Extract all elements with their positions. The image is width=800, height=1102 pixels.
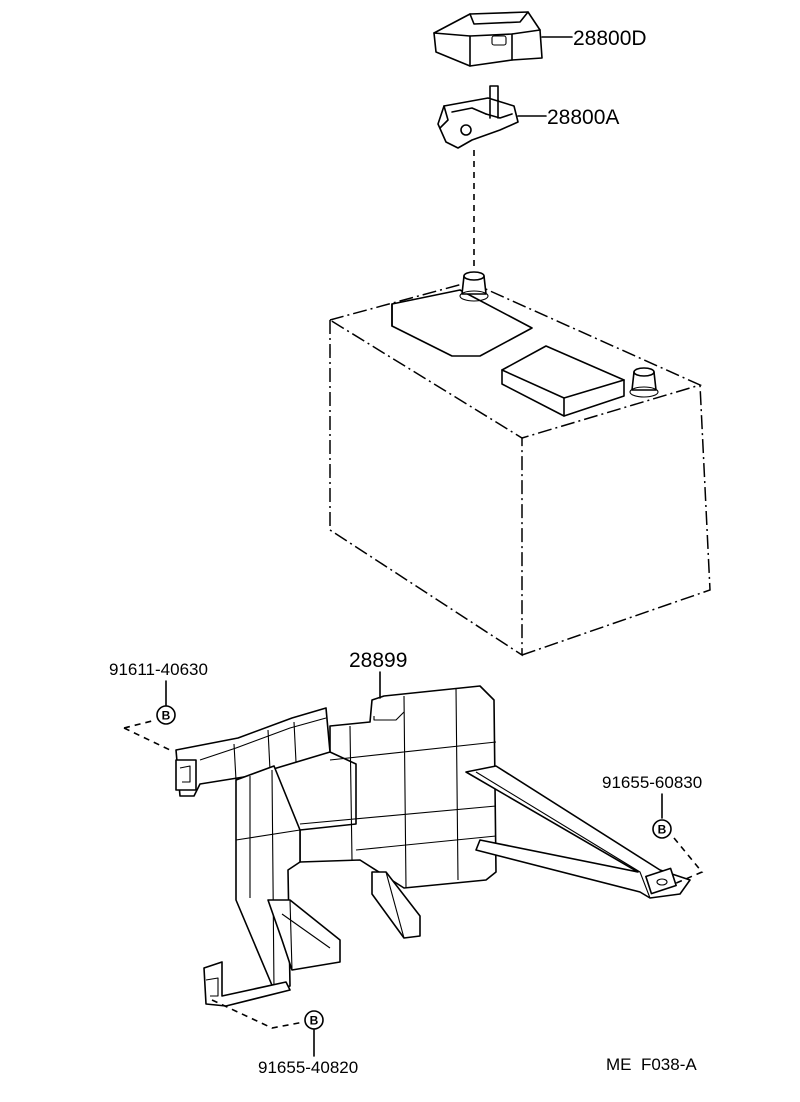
battery[interactable] <box>328 271 711 657</box>
bolt-marker-right[interactable]: B <box>652 819 672 839</box>
label-28800A: 28800A <box>547 106 619 129</box>
label-91655-60830: 91655-60830 <box>602 773 702 792</box>
terminal-clamp[interactable] <box>437 85 519 149</box>
bolt-letter: B <box>162 709 171 723</box>
label-28899: 28899 <box>349 649 407 672</box>
assembly-line-right <box>673 837 704 885</box>
label-28800D: 28800D <box>573 27 647 50</box>
assembly-line-upper-left <box>123 719 171 751</box>
battery-tray[interactable] <box>175 685 691 1007</box>
bolt-marker-lower[interactable]: B <box>304 1010 324 1030</box>
bolt-marker-upper-left[interactable]: B <box>156 705 176 725</box>
label-91611-40630: 91611-40630 <box>109 660 208 679</box>
terminal-cover[interactable] <box>433 11 543 67</box>
assembly-line-lower <box>211 999 305 1029</box>
figure-code: ME F038-A <box>606 1055 697 1074</box>
label-91655-40820: 91655-40820 <box>258 1058 358 1077</box>
bolt-letter: B <box>310 1014 319 1028</box>
bolt-letter: B <box>658 823 667 837</box>
